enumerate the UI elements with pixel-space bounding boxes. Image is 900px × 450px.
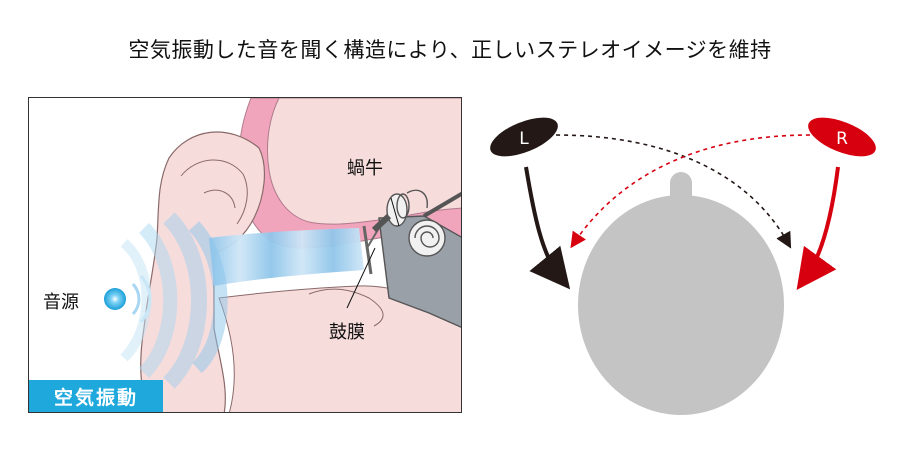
stereo-image-diagram: L R: [490, 117, 876, 415]
ear-diagram-panel: 蝸牛 鼓膜 音源 空気振動: [28, 97, 462, 413]
sound-waves: [120, 212, 228, 389]
cochlea: [371, 189, 461, 328]
left-direct-path: [524, 166, 571, 290]
listener-head: [578, 172, 784, 415]
eardrum: [362, 225, 373, 275]
left-cross-path: [555, 134, 792, 249]
page-title: 空気振動した音を聞く構造により、正しいステレオイメージを維持: [128, 38, 772, 62]
cochlea-label: 蝸牛: [347, 158, 383, 179]
right-direct-path: [796, 166, 840, 290]
sound-source-label: 音源: [43, 292, 79, 313]
ear-canal: [209, 228, 364, 286]
ear-cross-section: [104, 98, 461, 412]
right-cross-path: [570, 134, 811, 249]
air-vibration-badge: 空気振動: [29, 380, 163, 412]
right-speaker: [808, 117, 876, 157]
sound-source-dot: [104, 288, 126, 310]
eardrum-label: 鼓膜: [329, 322, 365, 343]
left-speaker: [490, 117, 558, 157]
right-speaker-label: R: [836, 129, 848, 149]
left-speaker-label: L: [519, 129, 529, 149]
